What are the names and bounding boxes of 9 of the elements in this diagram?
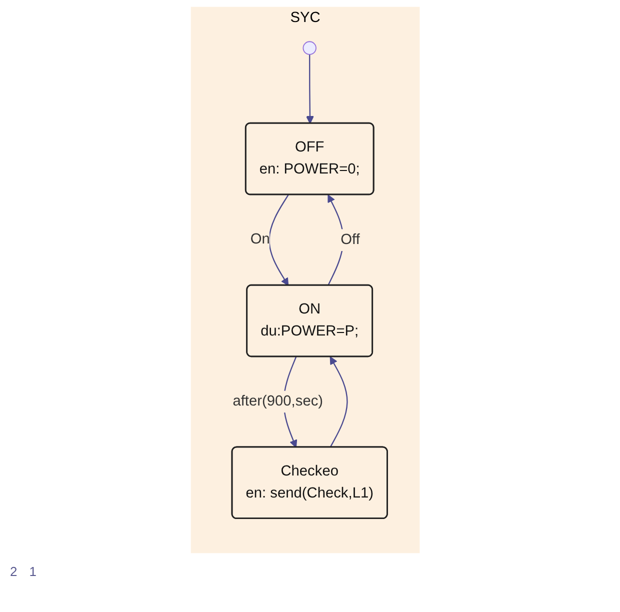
priority-number: 2: [10, 564, 18, 579]
edge-label: On: [250, 232, 270, 248]
arrow: [306, 54, 314, 124]
arrow: [329, 356, 348, 448]
edge-label: Off: [340, 232, 360, 248]
node-circle: [302, 41, 316, 55]
arrow: [268, 194, 288, 286]
edge-label: after(900,sec): [232, 393, 323, 410]
priority-number: 1: [29, 564, 36, 579]
